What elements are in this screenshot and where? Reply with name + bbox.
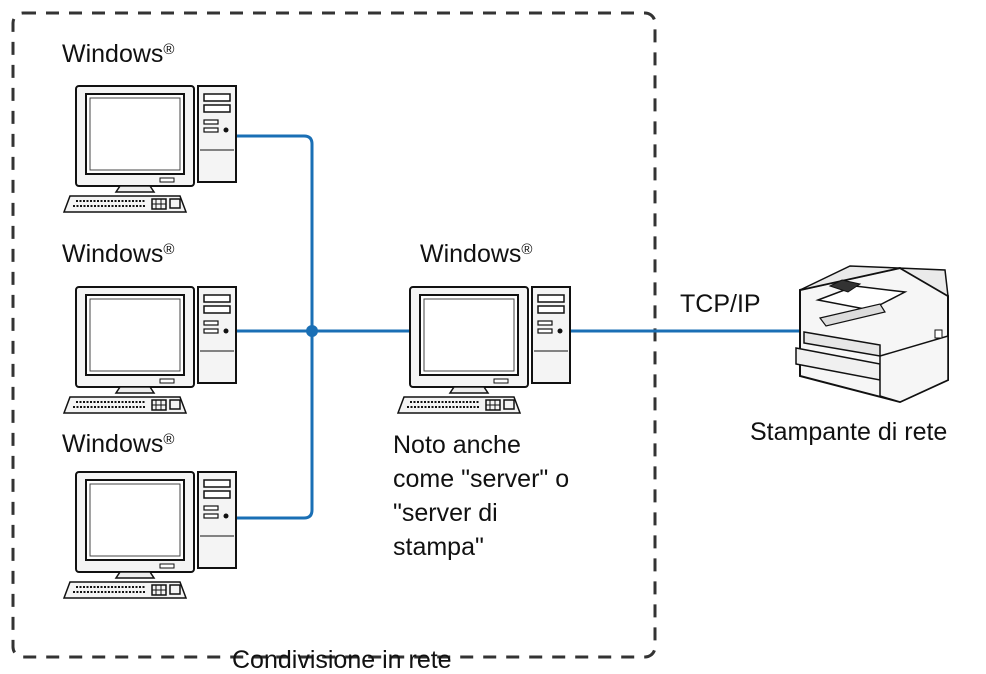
- client-2-os-label: Windows®: [62, 240, 174, 268]
- client-computer-3-icon: [63, 471, 237, 599]
- sharing-group-boundary: [11, 11, 657, 659]
- server-note-line-4: stampa": [393, 533, 484, 561]
- server-note: Noto anche come "server" o "server di st…: [393, 428, 569, 564]
- network-printer-icon: [795, 265, 949, 404]
- printer-label: Stampante di rete: [750, 418, 948, 446]
- server-note-line-1: Noto anche: [393, 431, 521, 459]
- server-os-text: Windows: [420, 240, 522, 268]
- protocol-label: TCP/IP: [680, 290, 761, 318]
- client-1-registered-mark: ®: [163, 41, 175, 58]
- client-computer-1-icon: [63, 85, 237, 213]
- client-3-os-text: Windows: [62, 430, 164, 458]
- server-os-label: Windows®: [420, 240, 532, 268]
- client-3-os-label: Windows®: [62, 430, 174, 458]
- client-computer-2-icon: [63, 286, 237, 414]
- client-1-os-text: Windows: [62, 40, 164, 68]
- print-server-computer-icon: [397, 286, 571, 414]
- server-note-line-2: come "server" o: [393, 465, 570, 493]
- client-2-os-text: Windows: [62, 240, 164, 268]
- client-1-os-label: Windows®: [62, 40, 174, 68]
- group-caption: Condivisione in rete: [232, 646, 452, 674]
- server-registered-mark: ®: [521, 241, 533, 258]
- server-note-line-3: "server di: [393, 499, 498, 527]
- client-bus-line: [236, 134, 314, 520]
- network-junction-dot: [306, 325, 318, 337]
- client-3-registered-mark: ®: [163, 431, 175, 448]
- client-2-registered-mark: ®: [163, 241, 175, 258]
